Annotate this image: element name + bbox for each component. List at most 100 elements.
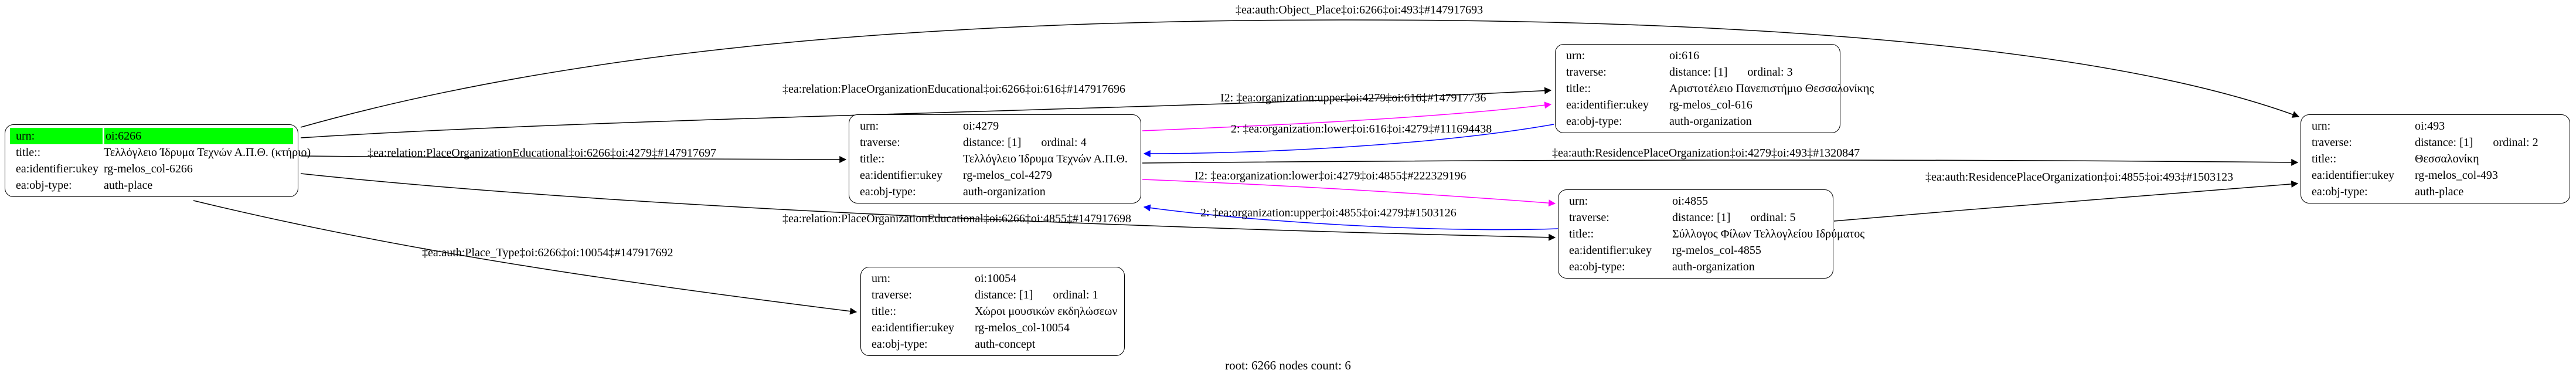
edge-label-object-place: ‡ea:auth:Object_Place‡oi:6266‡oi:493‡#14…	[1236, 4, 1483, 16]
node-10054: urn: oi:10054 traverse: distance: [1] ord…	[860, 267, 1125, 356]
node-10054-urn-value: oi:10054	[975, 272, 1017, 285]
node-6266: urn: oi:6266 title:: Τελλόγλειο Ίδρυμα Τ…	[5, 124, 311, 197]
field-label-urn: urn:	[2312, 120, 2331, 133]
distance-value: distance: [1]	[1672, 211, 1731, 224]
node-6266-title-value: Τελλόγλειο Ίδρυμα Τεχνών Α.Π.Θ. (κτήριο)	[104, 146, 311, 159]
node-493-title-value: Θεσσαλονίκη	[2415, 152, 2479, 165]
node-10054-row-urn: urn: oi:10054	[866, 270, 1119, 287]
edge-label-org-lower-616-4279: 2: ‡ea:organization:lower‡oi:616‡oi:4279…	[1231, 123, 1492, 135]
edge-org-upper-4855-4279	[1143, 204, 1559, 230]
node-4279-traverse-value: distance: [1]ordinal: 4	[962, 134, 1136, 151]
node-493-traverse-value: distance: [1] ordinal: 2	[2414, 134, 2565, 151]
field-label-objtype: ea:obj-type:	[16, 179, 72, 192]
node-10054-row-traverse: traverse: distance: [1] ordinal: 1	[866, 287, 1119, 303]
edge-place-org-edu-6266-4279	[300, 155, 847, 163]
field-label-ukey: ea:identifier:ukey	[16, 162, 99, 175]
node-616-row-ukey: ea:identifier:ukey rg-melos_col-616	[1560, 97, 1835, 113]
node-4279-objtype-value: auth-organization	[963, 185, 1046, 198]
node-6266-row-title: title:: Τελλόγλειο Ίδρυμα Τεχνών Α.Π.Θ. …	[10, 144, 311, 161]
field-label-traverse: traverse:	[872, 289, 912, 301]
edge-label-place-org-edu-616: ‡ea:relation:PlaceOrganizationEducationa…	[782, 83, 1126, 96]
node-6266-row-objtype: ea:obj-type: auth-place	[10, 177, 293, 194]
node-4855-title-value: Σύλλογος Φίλων Τελλογλείου Ιδρύματος	[1672, 228, 1865, 240]
field-label-traverse: traverse:	[1569, 211, 1609, 224]
distance-value: distance: [1]	[975, 289, 1033, 301]
node-616-row-title: title:: Αριστοτέλειο Πανεπιστήμιο Θεσσαλ…	[1560, 80, 1874, 97]
node-6266-ukey-value: rg-melos_col-6266	[104, 162, 193, 175]
node-4279-row-urn: urn: oi:4279	[854, 118, 1136, 134]
node-493-ukey-value: rg-melos_col-493	[2415, 169, 2498, 182]
ordinal-value: ordinal: 2	[2493, 136, 2538, 149]
field-label-objtype: ea:obj-type:	[2312, 185, 2368, 198]
node-4855-row-traverse: traverse: distance: [1]ordinal: 5	[1563, 209, 1828, 226]
edge-org-lower-616-4279	[1143, 124, 1554, 157]
edge-label-org-upper-4279-616: I2: ‡ea:organization:upper‡oi:4279‡oi:61…	[1220, 91, 1486, 104]
distance-value: distance: [1]	[1669, 66, 1728, 79]
edge-place-type-6266-10054	[193, 200, 857, 315]
field-label-objtype: ea:obj-type:	[872, 338, 928, 351]
node-616-urn-value: oi:616	[1669, 49, 1700, 62]
ordinal-value: ordinal: 4	[1041, 136, 1087, 149]
node-4855: urn: oi:4855 traverse: distance: [1]ordi…	[1558, 189, 1864, 279]
edge-place-org-edu-6266-4855	[300, 173, 1556, 241]
node-616-row-objtype: ea:obj-type: auth-organization	[1560, 113, 1835, 130]
node-10054-ukey-value: rg-melos_col-10054	[975, 321, 1070, 334]
node-4855-objtype-value: auth-organization	[1672, 260, 1755, 273]
node-4279-row-ukey: ea:identifier:ukey rg-melos_col-4279	[854, 167, 1136, 184]
node-4855-urn-value: oi:4855	[1672, 195, 1709, 208]
field-label-urn: urn:	[1569, 195, 1588, 208]
node-10054-row-title: title:: Χώροι μουσικών εκδηλώσεων	[866, 303, 1119, 320]
field-label-urn: urn:	[872, 272, 891, 285]
node-616-objtype-value: auth-organization	[1669, 115, 1752, 128]
field-label-urn: urn:	[1566, 49, 1585, 62]
field-label-title: title::	[1566, 82, 1591, 95]
edge-residence-4279-493	[1142, 158, 2299, 166]
distance-value: distance: [1]	[2415, 136, 2473, 149]
field-label-ukey: ea:identifier:ukey	[1566, 99, 1649, 111]
node-616-ukey-value: rg-melos_col-616	[1669, 99, 1753, 111]
node-10054-objtype-value: auth-concept	[975, 338, 1036, 351]
field-label-urn: urn:	[10, 128, 103, 144]
edge-label-org-lower-4279-4855: I2: ‡ea:organization:lower‡oi:4279‡oi:48…	[1195, 169, 1466, 182]
node-4855-row-ukey: ea:identifier:ukey rg-melos_col-4855	[1563, 242, 1828, 259]
edge-object-place-6266-493	[300, 19, 2300, 128]
field-label-title: title::	[1569, 228, 1594, 240]
field-label-objtype: ea:obj-type:	[860, 185, 916, 198]
node-4855-traverse-value: distance: [1]ordinal: 5	[1671, 209, 1828, 226]
field-label-title: title::	[2312, 152, 2337, 165]
node-493-urn-value: oi:493	[2415, 120, 2445, 133]
node-4279-title-value: Τελλόγλειο Ίδρυμα Τεχνών Α.Π.Θ.	[963, 152, 1128, 165]
edge-place-org-edu-6266-616	[300, 87, 1552, 138]
field-label-ukey: ea:identifier:ukey	[2312, 169, 2395, 182]
edge-org-upper-4279-616	[1142, 101, 1552, 131]
node-493-objtype-value: auth-place	[2415, 185, 2464, 198]
node-493: urn: oi:493 traverse: distance: [1]ordin…	[2301, 114, 2570, 203]
node-10054-title-value: Χώροι μουσικών εκδηλώσεων	[975, 305, 1118, 318]
edge-label-place-type: ‡ea:auth:Place_Type‡oi:6266‡oi:10054‡#14…	[422, 246, 673, 259]
node-493-row-objtype: ea:obj-type: auth-place	[2306, 184, 2565, 200]
node-4279-ukey-value: rg-melos_col-4279	[963, 169, 1052, 182]
node-616-row-traverse: traverse: distance: [1]ordinal: 3	[1560, 64, 1835, 80]
node-4855-row-urn: urn: oi:4855	[1563, 193, 1828, 209]
field-label-ukey: ea:identifier:ukey	[860, 169, 943, 182]
edge-org-lower-4279-4855	[1142, 179, 1556, 207]
node-4279: urn: oi:4279 traverse: distance: [1]ordi…	[849, 114, 1141, 203]
node-6266-row-ukey: ea:identifier:ukey rg-melos_col-6266	[10, 161, 293, 177]
field-label-title: title::	[16, 146, 41, 159]
node-10054-traverse-value: distance: [1] ordinal: 1	[974, 287, 1119, 303]
node-493-row-urn: urn: oi:493	[2306, 118, 2565, 134]
node-616-row-urn: urn: oi:616	[1560, 48, 1835, 64]
node-10054-row-objtype: ea:obj-type: auth-concept	[866, 336, 1119, 352]
node-4279-row-title: title:: Τελλόγλειο Ίδρυμα Τεχνών Α.Π.Θ.	[854, 151, 1136, 167]
edge-label-residence-4279-493: ‡ea:auth:ResidencePlaceOrganization‡oi:4…	[1552, 147, 1860, 160]
field-label-ukey: ea:identifier:ukey	[872, 321, 955, 334]
node-616-traverse-value: distance: [1]ordinal: 3	[1668, 64, 1835, 80]
edge-label-residence-4855-493: ‡ea:auth:ResidencePlaceOrganization‡oi:4…	[1925, 171, 2234, 184]
node-6266-row-urn: urn: oi:6266	[10, 128, 293, 144]
edge-label-place-org-edu-4279: ‡ea:relation:PlaceOrganizationEducationa…	[367, 147, 717, 160]
node-493-row-ukey: ea:identifier:ukey rg-melos_col-493	[2306, 167, 2565, 184]
ordinal-value: ordinal: 1	[1053, 289, 1098, 301]
node-4279-row-traverse: traverse: distance: [1]ordinal: 4	[854, 134, 1136, 151]
